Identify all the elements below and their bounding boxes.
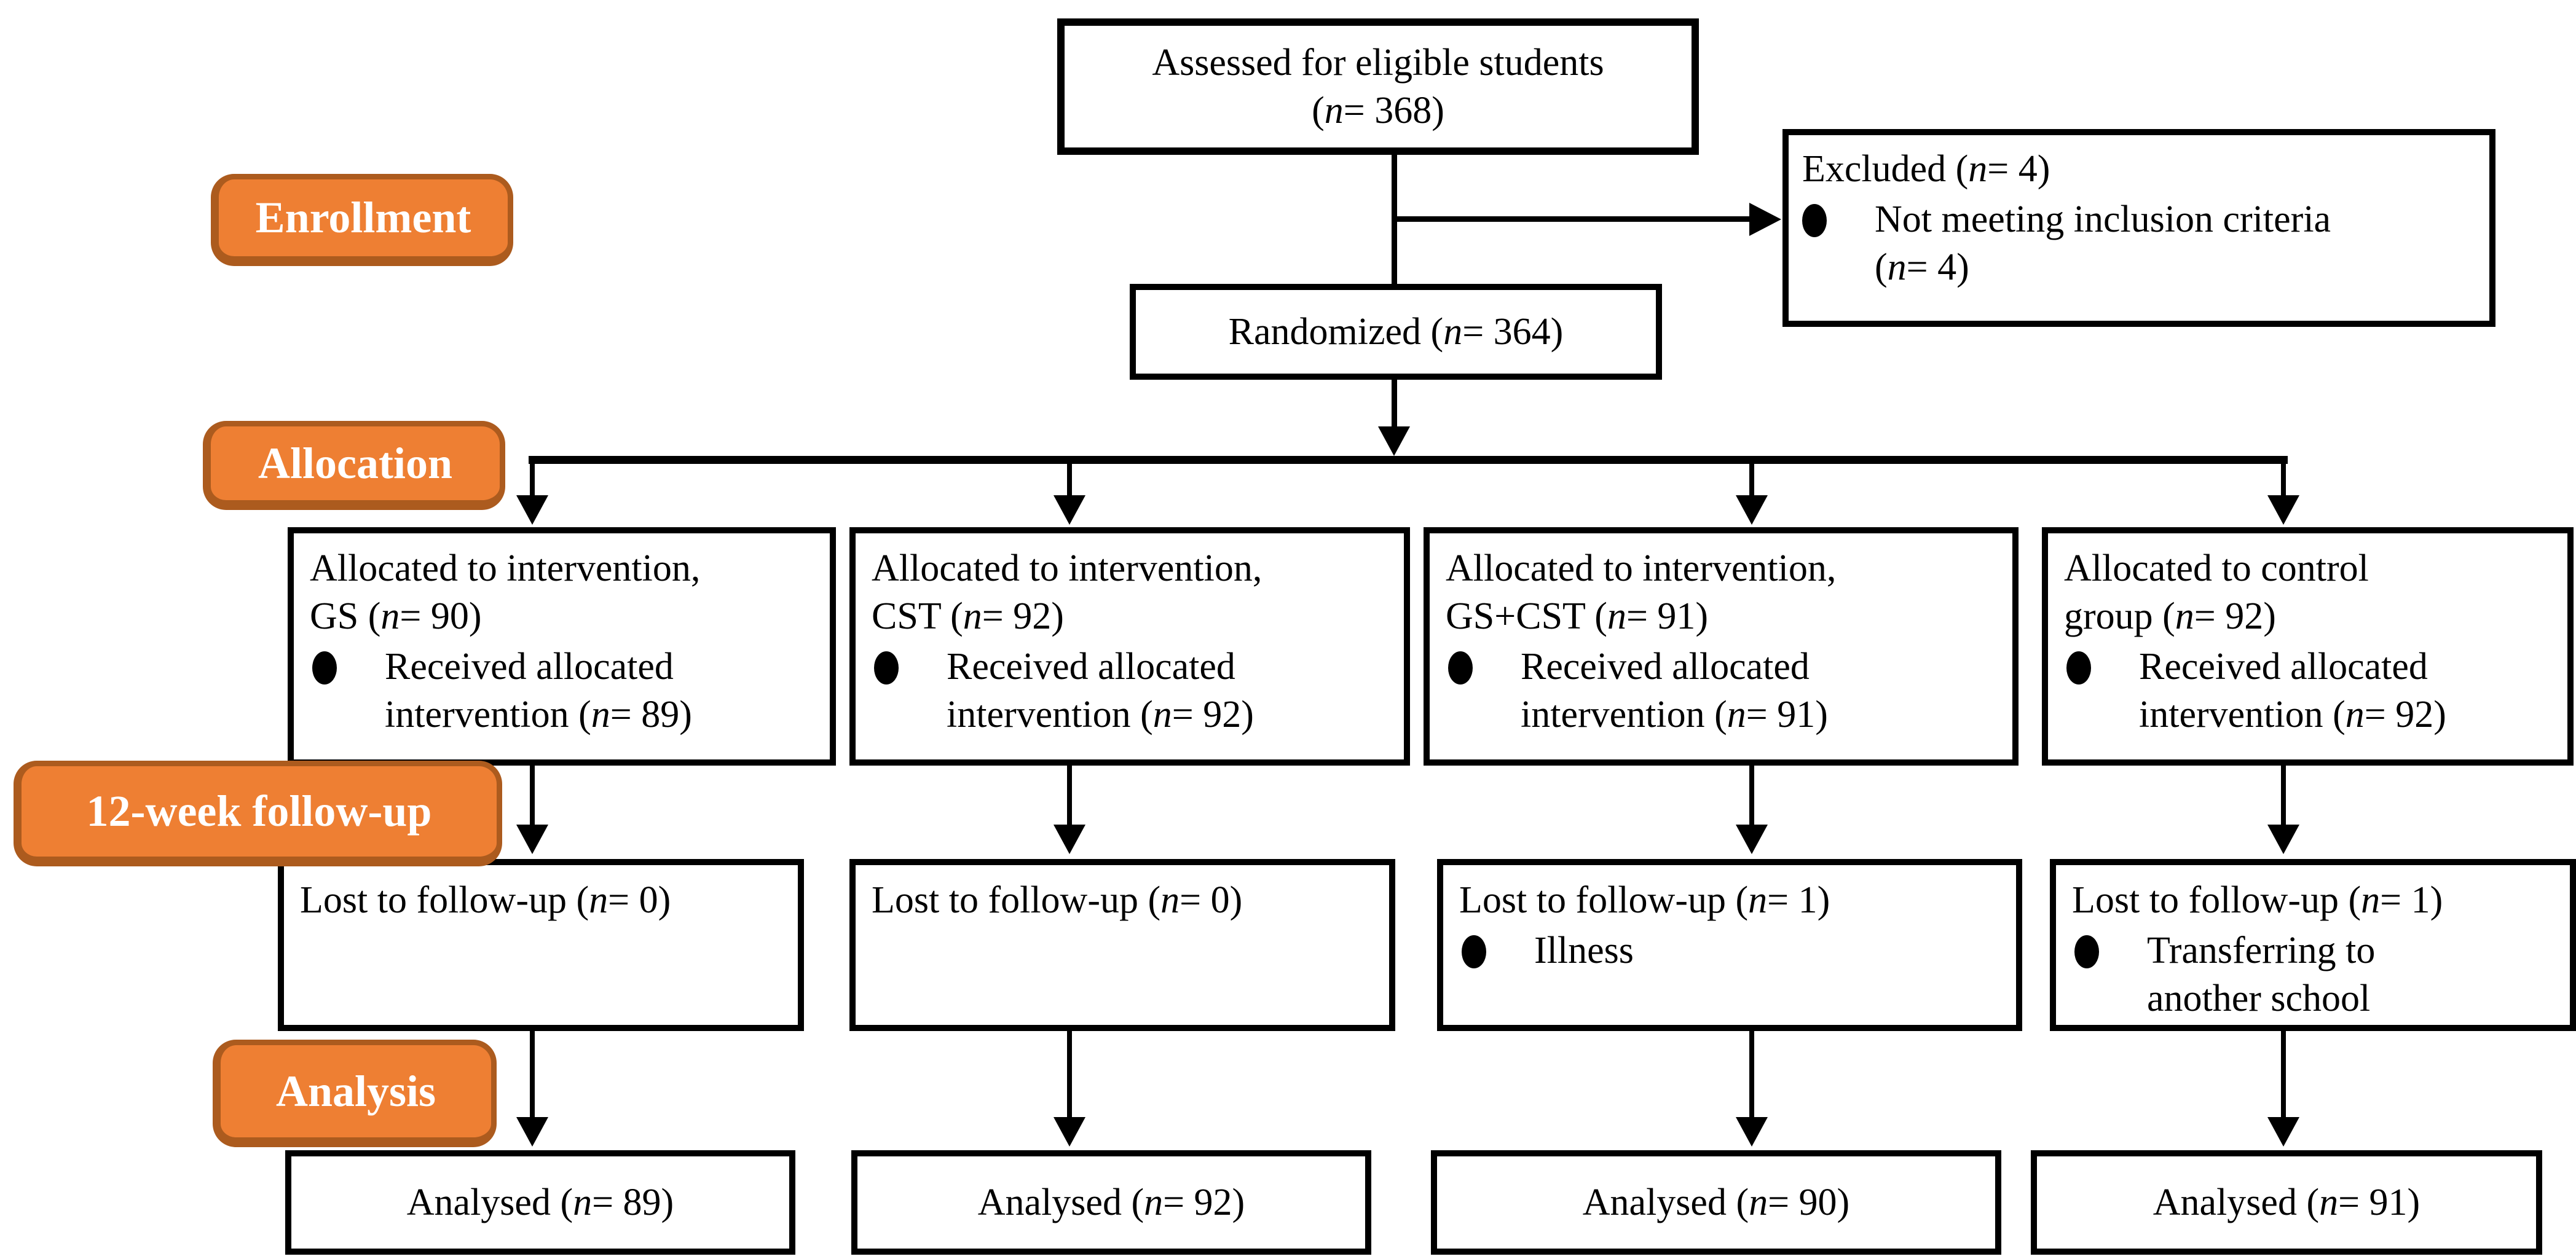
box-title: Allocated to intervention, GS (n= 90)	[310, 547, 701, 638]
box-followup-gs-cst: Lost to follow-up (n= 1) Illness	[1437, 859, 2022, 1031]
arrow-alloc-followup-col1-line	[530, 766, 535, 826]
box-title: Analysed (n= 92)	[977, 1181, 1245, 1223]
box-followup-gs: Lost to follow-up (n= 0)	[278, 859, 804, 1031]
box-analysed-cst: Analysed (n= 92)	[851, 1150, 1371, 1255]
bullet-text: Not meeting inclusion criteria (n= 4)	[1875, 198, 2331, 289]
arrow-randomized-head	[1378, 426, 1410, 456]
box-title: Analysed (n= 90)	[1582, 1181, 1850, 1223]
arrow-excluded-head	[1749, 203, 1781, 236]
arrow-followup-analysis-col3-head	[1736, 1117, 1768, 1147]
arrow-branch-col1-head	[516, 495, 548, 525]
bullet-item: Transferring to another school	[2056, 927, 2570, 1022]
arrow-alloc-followup-col1-head	[516, 825, 548, 854]
bullet-text: Illness	[1534, 930, 1634, 972]
bullet-item: Illness	[1443, 927, 2016, 975]
arrow-branch-col3-head	[1736, 495, 1768, 525]
bullet-text: Received allocated intervention (n= 92)	[2139, 646, 2446, 736]
box-title: Analysed (n= 89)	[406, 1181, 674, 1223]
box-allocation-cst: Allocated to intervention, CST (n= 92) R…	[849, 527, 1410, 766]
arrow-followup-analysis-col1-line	[530, 1031, 535, 1118]
box-title: Lost to follow-up (n= 0)	[872, 879, 1243, 921]
arrow-alloc-followup-col4-line	[2281, 766, 2286, 826]
bullet-text: Received allocated intervention (n= 92)	[947, 646, 1254, 736]
box-title: Allocated to intervention, GS+CST (n= 91…	[1446, 547, 1837, 638]
arrow-branch-col1-line	[530, 464, 535, 496]
box-title: Allocated to control group (n= 92)	[2064, 547, 2369, 638]
box-randomized-title: Randomized (n= 364)	[1228, 310, 1564, 353]
stage-label-allocation-text: Allocation	[258, 438, 452, 488]
box-title: Allocated to intervention, CST (n= 92)	[872, 547, 1262, 638]
bullet-icon	[874, 651, 899, 685]
box-title: Analysed (n= 91)	[2153, 1181, 2420, 1223]
box-analysed-control: Analysed (n= 91)	[2031, 1150, 2542, 1255]
box-excluded: Excluded (n= 4) Not meeting inclusion cr…	[1782, 129, 2495, 327]
bullet-item: Received allocated intervention (n= 91)	[1430, 643, 2012, 739]
distribution-line	[529, 456, 2288, 464]
box-randomized: Randomized (n= 364)	[1130, 284, 1662, 380]
bullet-item: Received allocated intervention (n= 89)	[294, 643, 830, 739]
arrow-branch-col4-head	[2267, 495, 2299, 525]
bullet-icon	[1802, 204, 1827, 238]
arrow-followup-analysis-col1-head	[516, 1117, 548, 1147]
arrow-branch-col4-line	[2281, 464, 2286, 496]
stage-label-enrollment: Enrollment	[211, 174, 513, 266]
box-allocation-gs: Allocated to intervention, GS (n= 90) Re…	[288, 527, 836, 766]
arrow-followup-analysis-col4-head	[2267, 1117, 2299, 1147]
box-assessed-title: Assessed for eligible students (n= 368)	[1152, 41, 1604, 131]
box-title: Lost to follow-up (n= 1)	[2072, 879, 2443, 921]
bullet-text: Received allocated intervention (n= 89)	[385, 646, 692, 736]
arrow-followup-analysis-col2-head	[1054, 1117, 1085, 1147]
box-allocation-control: Allocated to control group (n= 92) Recei…	[2042, 527, 2574, 766]
box-followup-control: Lost to follow-up (n= 1) Transferring to…	[2050, 859, 2576, 1031]
arrow-followup-analysis-col4-line	[2281, 1031, 2286, 1118]
arrow-branch-col2-head	[1054, 495, 1085, 525]
bullet-text: Received allocated intervention (n= 91)	[1521, 646, 1828, 736]
arrow-alloc-followup-col4-head	[2267, 825, 2299, 854]
bullet-text: Transferring to another school	[2147, 930, 2376, 1020]
bullet-icon	[1462, 935, 1486, 969]
arrow-branch-col2-line	[1067, 464, 1072, 496]
stage-label-followup-text: 12-week follow-up	[86, 786, 432, 836]
stage-label-followup: 12-week follow-up	[14, 761, 502, 866]
arrow-branch-col3-line	[1749, 464, 1754, 496]
box-assessed: Assessed for eligible students (n= 368)	[1057, 18, 1699, 155]
arrow-alloc-followup-col2-head	[1054, 825, 1085, 854]
bullet-icon	[1448, 651, 1473, 685]
bullet-item: Received allocated intervention (n= 92)	[856, 643, 1404, 739]
stage-label-allocation: Allocation	[203, 421, 505, 510]
box-title: Lost to follow-up (n= 1)	[1459, 879, 1830, 921]
arrow-followup-analysis-col2-line	[1067, 1031, 1072, 1118]
arrow-excluded-line	[1394, 216, 1752, 222]
box-followup-cst: Lost to follow-up (n= 0)	[849, 859, 1395, 1031]
arrow-alloc-followup-col2-line	[1067, 766, 1072, 826]
bullet-item: Not meeting inclusion criteria (n= 4)	[1789, 195, 2489, 291]
stage-label-enrollment-text: Enrollment	[255, 193, 471, 242]
box-excluded-title: Excluded (n= 4)	[1802, 148, 2050, 190]
bullet-icon	[312, 651, 337, 685]
box-allocation-gs-cst: Allocated to intervention, GS+CST (n= 91…	[1424, 527, 2019, 766]
arrow-alloc-followup-col3-line	[1749, 766, 1754, 826]
bullet-icon	[2074, 935, 2099, 969]
arrow-alloc-followup-col3-head	[1736, 825, 1768, 854]
box-analysed-gs-cst: Analysed (n= 90)	[1431, 1150, 2001, 1255]
stage-label-analysis: Analysis	[213, 1040, 497, 1147]
stage-label-analysis-text: Analysis	[275, 1066, 436, 1116]
box-title: Lost to follow-up (n= 0)	[300, 879, 671, 921]
arrow-followup-analysis-col3-line	[1749, 1031, 1754, 1118]
bullet-item: Received allocated intervention (n= 92)	[2048, 643, 2567, 739]
arrow-randomized-line	[1392, 380, 1397, 429]
box-analysed-gs: Analysed (n= 89)	[285, 1150, 795, 1255]
bullet-icon	[2066, 651, 2091, 685]
